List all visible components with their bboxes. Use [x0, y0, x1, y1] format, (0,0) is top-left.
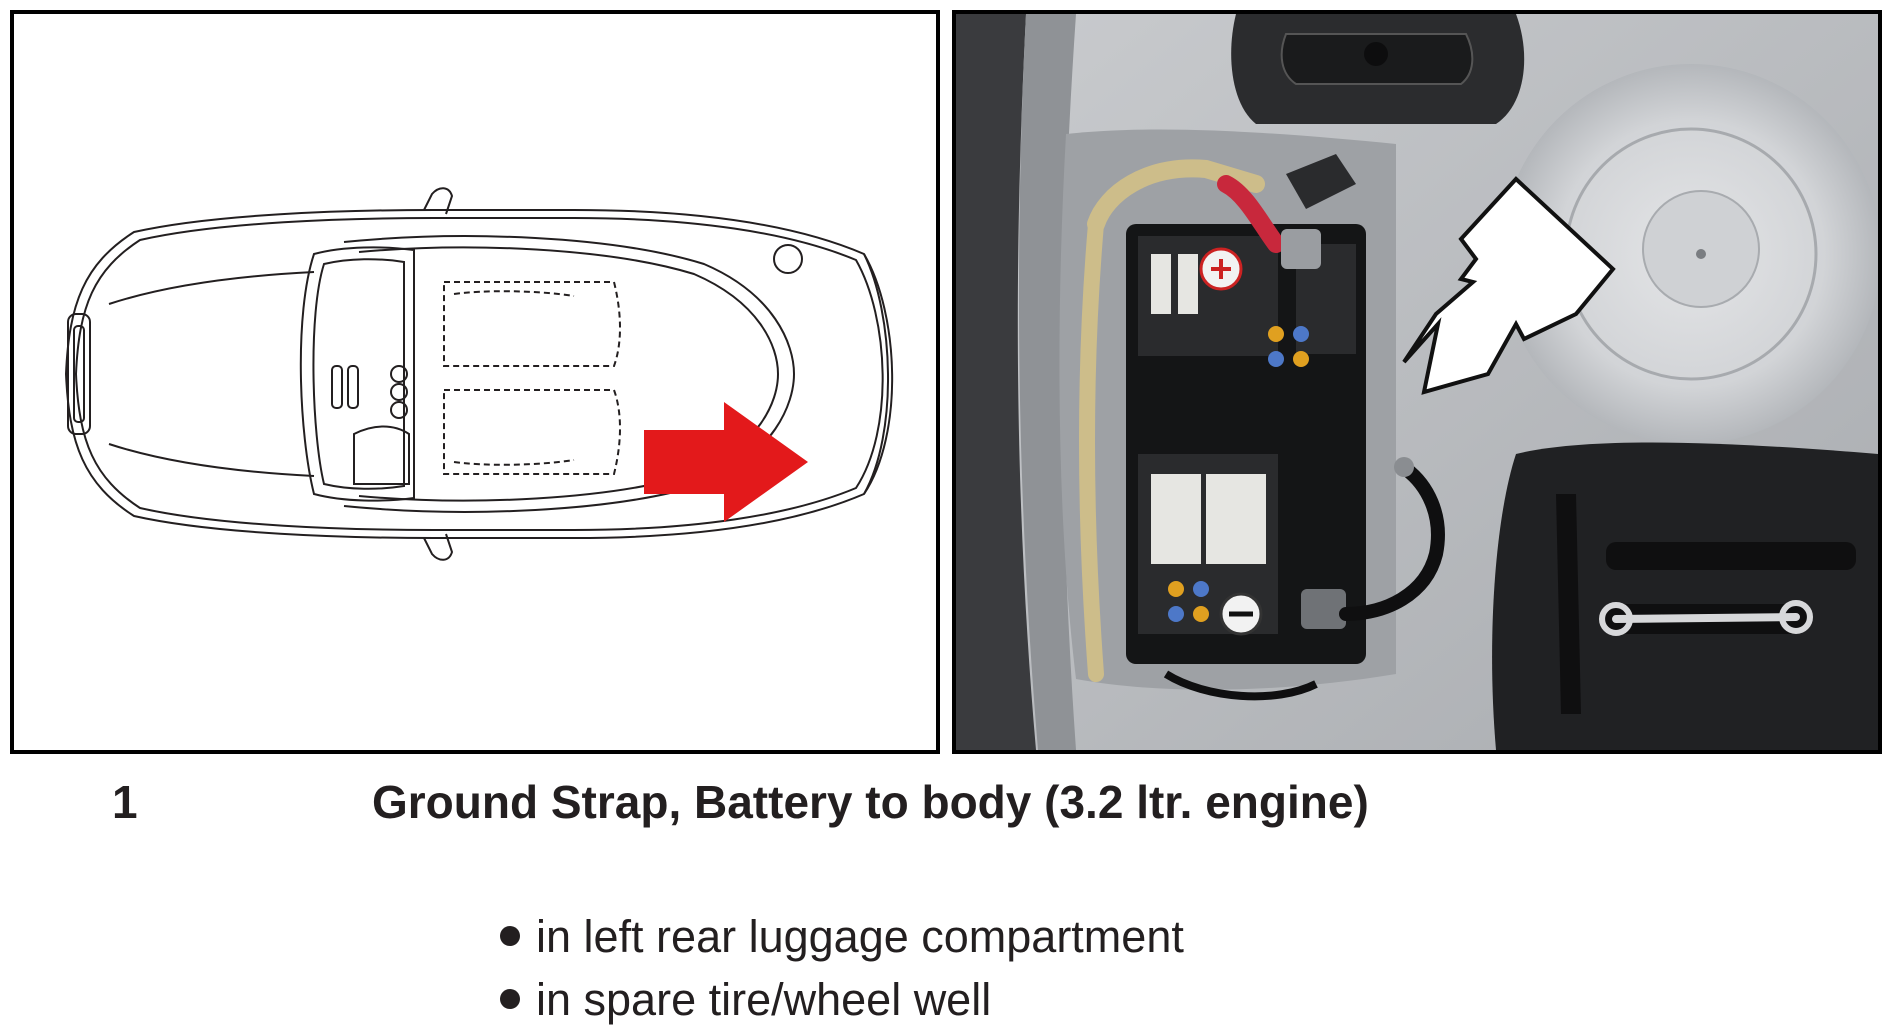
- arrow-down-left-icon: [1402, 176, 1616, 395]
- battery-location-photo: [952, 10, 1882, 754]
- car-locator-diagram: [10, 10, 940, 754]
- figure-title: Ground Strap, Battery to body (3.2 ltr. …: [372, 776, 1369, 828]
- bullet-icon: [500, 926, 520, 947]
- location-text: in left rear luggage compartment: [536, 911, 1184, 962]
- photo-illustration: [956, 14, 1878, 750]
- arrow-right-icon: [644, 402, 808, 522]
- location-list: in left rear luggage compartment in spar…: [500, 905, 1184, 1031]
- list-item: in spare tire/wheel well: [500, 968, 1184, 1031]
- list-item: in left rear luggage compartment: [500, 905, 1184, 968]
- location-text: in spare tire/wheel well: [536, 974, 992, 1025]
- car-top-view-icon: [64, 187, 894, 561]
- bullet-icon: [500, 989, 520, 1010]
- figure-number: 1: [112, 776, 138, 828]
